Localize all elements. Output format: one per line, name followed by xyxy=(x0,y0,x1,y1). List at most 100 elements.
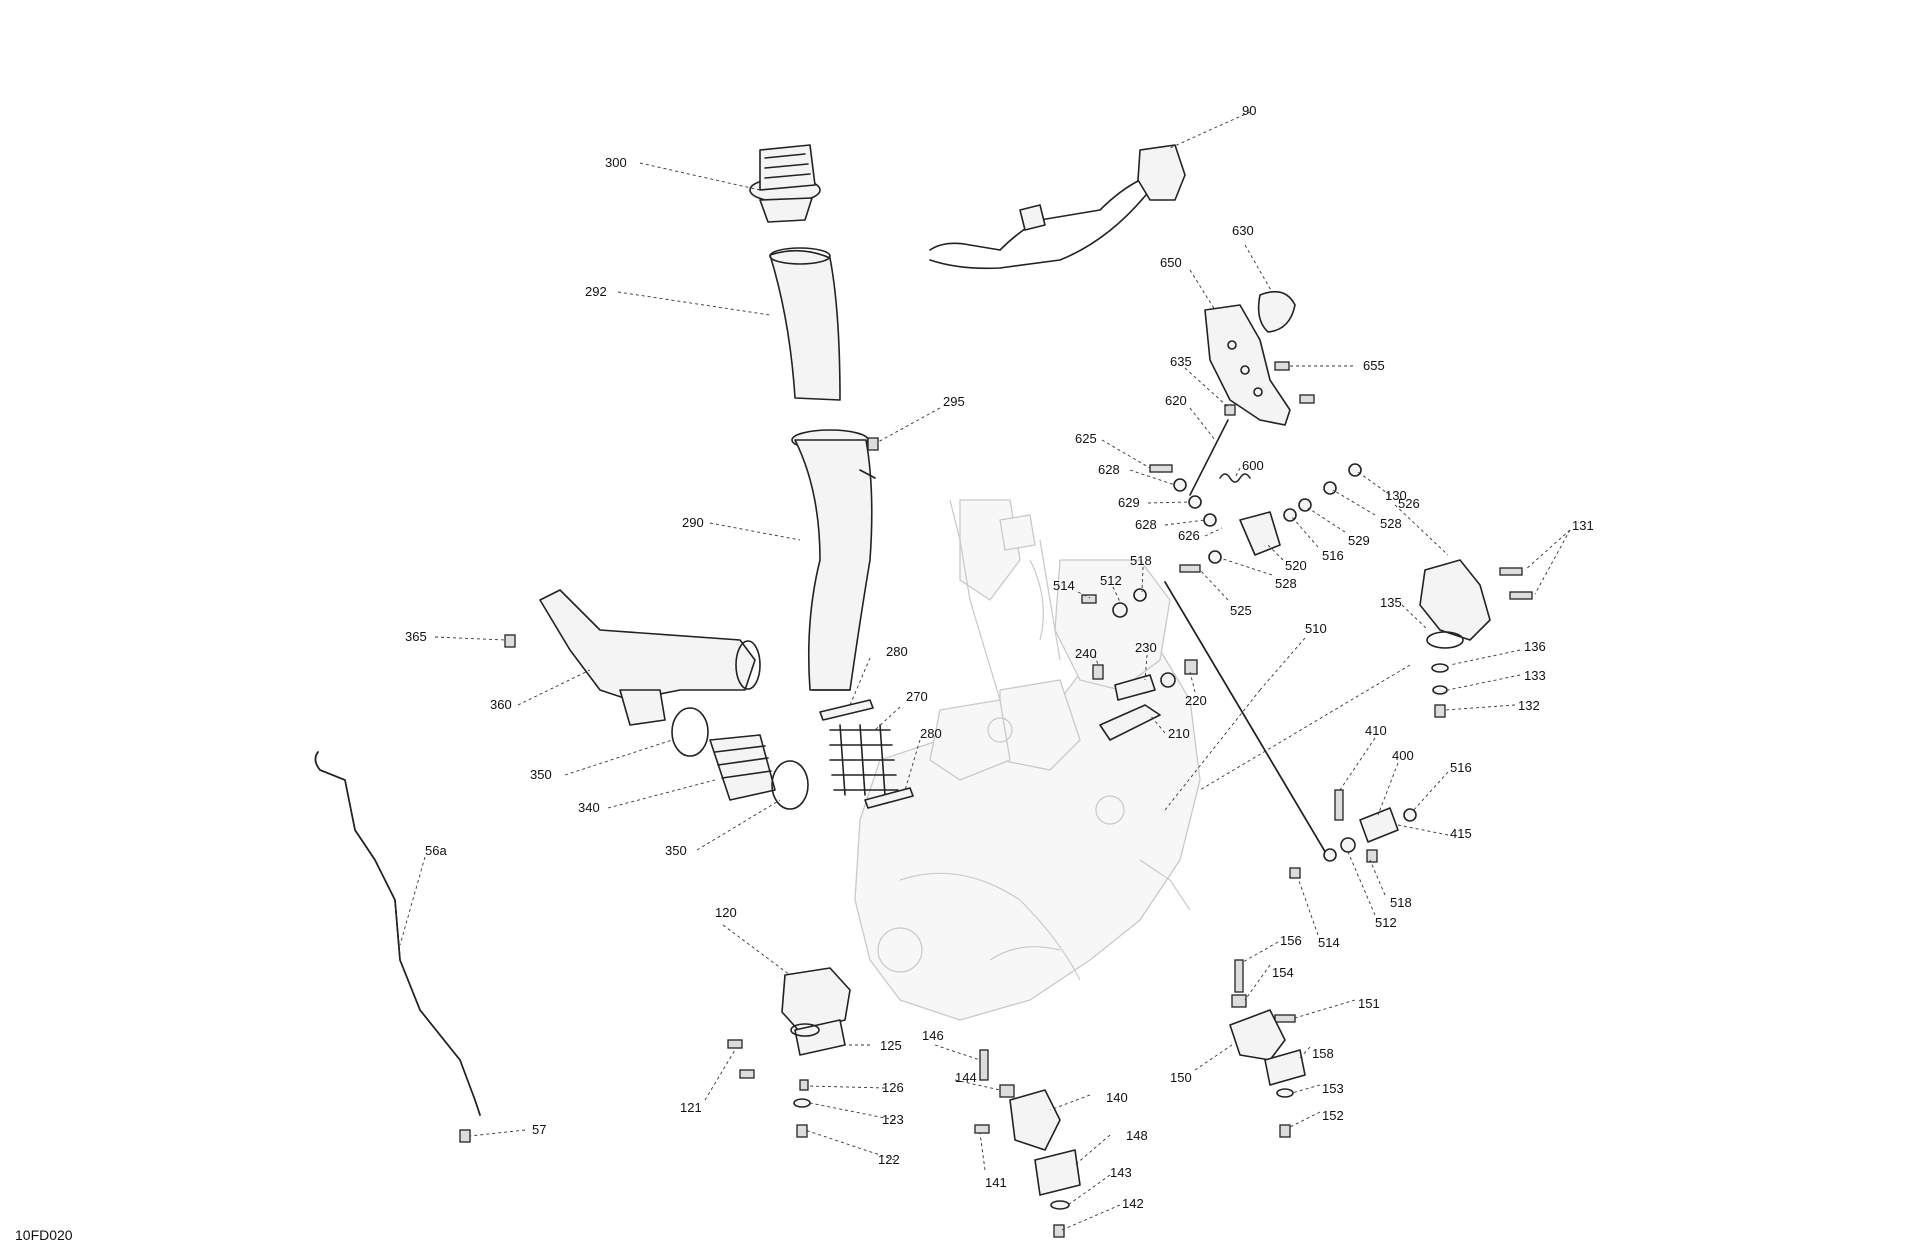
bolts-121 xyxy=(727,1039,755,1079)
figure-reference-code: 10FD020 xyxy=(15,1227,73,1243)
boot-340 xyxy=(709,734,776,801)
callout-230: 230 xyxy=(1135,640,1157,655)
lever-230-240-220-210 xyxy=(1092,659,1198,741)
vent-tube-56a xyxy=(314,751,481,1116)
bolt-141 xyxy=(974,1124,990,1134)
sleeve-280-lower xyxy=(864,787,914,809)
callout-123: 123 xyxy=(882,1112,904,1127)
callout-146: 146 xyxy=(922,1028,944,1043)
bolt-365 xyxy=(504,634,516,648)
callout-516-upper: 516 xyxy=(1322,548,1344,563)
callout-151: 151 xyxy=(1358,996,1380,1011)
leader-lines xyxy=(399,111,1571,1231)
shift-rod-510 xyxy=(1164,581,1331,861)
callout-56a: 56a xyxy=(425,843,447,858)
bracket-520 xyxy=(1239,511,1281,556)
callout-150: 150 xyxy=(1170,1070,1192,1085)
callout-121: 121 xyxy=(680,1100,702,1115)
clamp-350-lower xyxy=(771,760,809,810)
harness-90 xyxy=(929,144,1186,270)
callout-600: 600 xyxy=(1242,458,1264,473)
grill-270 xyxy=(829,724,899,796)
callout-360: 360 xyxy=(490,697,512,712)
callout-295: 295 xyxy=(943,394,965,409)
callout-415: 415 xyxy=(1450,826,1472,841)
callout-529: 529 xyxy=(1348,533,1370,548)
callout-148: 148 xyxy=(1126,1128,1148,1143)
bolt-625 xyxy=(1149,464,1173,473)
spacer-144 xyxy=(999,1084,1015,1098)
callout-280-upper: 280 xyxy=(886,644,908,659)
callout-126: 126 xyxy=(882,1080,904,1095)
clamp-350-upper xyxy=(671,707,709,757)
bolt-525 xyxy=(1179,564,1201,573)
callout-labels: 300 292 295 290 365 360 280 270 280 350 … xyxy=(405,103,1594,1211)
callout-365: 365 xyxy=(405,629,427,644)
callout-125: 125 xyxy=(880,1038,902,1053)
washers-628-629 xyxy=(1173,478,1217,527)
callout-628-upper: 628 xyxy=(1098,462,1120,477)
bolt-146 xyxy=(979,1049,989,1081)
callout-122: 122 xyxy=(878,1152,900,1167)
callout-130: 130 xyxy=(1385,488,1407,503)
callout-141: 141 xyxy=(985,1175,1007,1190)
callout-400: 400 xyxy=(1392,748,1414,763)
callout-635: 635 xyxy=(1170,354,1192,369)
callout-510: 510 xyxy=(1305,621,1327,636)
intake-cap-300 xyxy=(749,144,821,223)
nut-528b xyxy=(1208,550,1222,564)
callout-240: 240 xyxy=(1075,646,1097,661)
callout-350-lower: 350 xyxy=(665,843,687,858)
callout-120: 120 xyxy=(715,905,737,920)
callout-625: 625 xyxy=(1075,431,1097,446)
bolts-655 xyxy=(1274,361,1315,404)
callout-136: 136 xyxy=(1524,639,1546,654)
callout-518-lower: 518 xyxy=(1390,895,1412,910)
engine-mount-120 xyxy=(781,967,851,1056)
washer-143 xyxy=(1050,1200,1070,1210)
bolt-126 xyxy=(799,1079,809,1091)
callout-270: 270 xyxy=(906,689,928,704)
callout-620: 620 xyxy=(1165,393,1187,408)
callout-153: 153 xyxy=(1322,1081,1344,1096)
callout-528-upper: 528 xyxy=(1380,516,1402,531)
callout-514-upper: 514 xyxy=(1053,578,1075,593)
callout-525: 525 xyxy=(1230,603,1252,618)
engine-mount-150 xyxy=(1229,959,1306,1138)
callout-526: 526 xyxy=(1398,496,1420,511)
callout-650: 650 xyxy=(1160,255,1182,270)
callout-131: 131 xyxy=(1572,518,1594,533)
callout-90: 90 xyxy=(1242,103,1256,118)
callout-152: 152 xyxy=(1322,1108,1344,1123)
callout-628-lower: 628 xyxy=(1135,517,1157,532)
callout-57: 57 xyxy=(532,1122,546,1137)
duct-outlet-360 xyxy=(539,589,761,726)
knob-630 xyxy=(1257,290,1296,333)
callout-512-upper: 512 xyxy=(1100,573,1122,588)
callout-410: 410 xyxy=(1365,723,1387,738)
callout-626: 626 xyxy=(1178,528,1200,543)
callout-142: 142 xyxy=(1122,1196,1144,1211)
callout-630: 630 xyxy=(1232,223,1254,238)
callout-140: 140 xyxy=(1106,1090,1128,1105)
intake-duct-290 xyxy=(791,429,876,691)
bolt-295 xyxy=(867,437,879,451)
callout-655: 655 xyxy=(1363,358,1385,373)
plate-650 xyxy=(1204,304,1291,426)
mount-140 xyxy=(1009,1089,1061,1151)
callout-133: 133 xyxy=(1524,668,1546,683)
callout-300: 300 xyxy=(605,155,627,170)
callout-156: 156 xyxy=(1280,933,1302,948)
ball-joint-left xyxy=(1081,588,1147,618)
callout-292: 292 xyxy=(585,284,607,299)
engine-ghost-outline xyxy=(854,499,1201,1021)
linkage-400 xyxy=(1289,789,1417,879)
callout-280-lower: 280 xyxy=(920,726,942,741)
callout-290: 290 xyxy=(682,515,704,530)
callout-629: 629 xyxy=(1118,495,1140,510)
spring-600 xyxy=(1219,473,1251,483)
callout-132: 132 xyxy=(1518,698,1540,713)
fitting-57 xyxy=(459,1129,471,1143)
callout-340: 340 xyxy=(578,800,600,815)
bolt-142 xyxy=(1053,1224,1065,1238)
